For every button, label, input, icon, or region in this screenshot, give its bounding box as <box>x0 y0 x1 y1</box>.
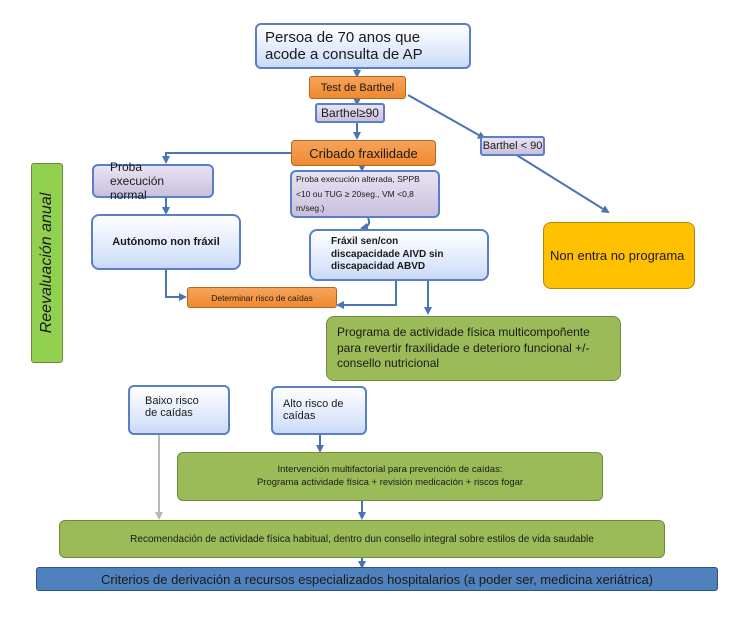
intervencion-title: Intervención multifactorial para prevenc… <box>277 464 503 476</box>
barthel-ge90-text: Barthel≥90 <box>321 106 379 120</box>
arrow-barthel-to-lt90 <box>407 94 486 139</box>
intervencion-detail: Programa actividade física + revisión me… <box>256 476 524 488</box>
cribado-text: Cribado fraxilidade <box>309 145 418 161</box>
start-node: Persoa de 70 anos que acode a consulta d… <box>255 23 471 69</box>
annual-reevaluation-label: Reevaluación anual <box>31 163 63 363</box>
criterios-text: Criterios de derivación a recursos espec… <box>100 571 654 587</box>
baixo-risco-node: Baixo risco de caídas <box>128 385 230 435</box>
cribado-node: Cribado fraxilidade <box>291 140 436 166</box>
barthel-ge90-node: Barthel≥90 <box>315 103 385 123</box>
arrow-autonomo-to-risco <box>165 270 187 301</box>
barthel-lt90-text: Barthel < 90 <box>482 140 543 152</box>
barthel-test-node: Test de Barthel <box>309 76 406 99</box>
criterios-node: Criterios de derivación a recursos espec… <box>36 567 718 591</box>
autonomo-text: Autónomo non fráxil <box>112 236 220 248</box>
alto-risco-node: Alto risco de caídas <box>271 386 367 435</box>
proba-alterada-node: Proba execución alterada, SPPB <10 ou TU… <box>290 170 440 218</box>
proba-normal-text: Proba execución normal <box>110 160 165 202</box>
risco-caidas-text: Determinar risco de caídas <box>211 292 313 303</box>
baixo-risco-text: Baixo risco de caídas <box>145 395 199 419</box>
programa-node: Programa de actividade física multicompo… <box>326 316 621 381</box>
intervencion-node: Intervención multifactorial para prevenc… <box>177 452 603 501</box>
barthel-lt90-node: Barthel < 90 <box>480 136 545 156</box>
risco-caidas-node: Determinar risco de caídas <box>187 287 337 308</box>
start-node-text: Persoa de 70 anos que acode a consulta d… <box>265 29 423 63</box>
non-entra-text: Non entra no programa <box>550 248 685 263</box>
fraxil-node: Fráxil sen/con discapacidade AIVD sin di… <box>309 229 489 281</box>
proba-alterada-text: Proba execución alterada, SPPB <10 ou TU… <box>296 174 420 214</box>
autonomo-node: Autónomo non fráxil <box>91 214 241 270</box>
recomendacion-text: Recomendación de actividade física habit… <box>130 533 594 545</box>
alto-risco-text: Alto risco de caídas <box>283 398 344 422</box>
arrow-fraxil-to-risco <box>336 280 397 309</box>
arrow-lt90-to-noprogram <box>514 153 610 214</box>
non-entra-node: Non entra no programa <box>543 222 695 289</box>
annual-reevaluation-text: Reevaluación anual <box>38 192 55 334</box>
fraxil-text: Fráxil sen/con discapacidade AIVD sin di… <box>331 236 444 273</box>
arrow-cribado-to-proba-normal <box>162 152 292 164</box>
proba-normal-node: Proba execución normal <box>92 160 214 202</box>
arrow-proba-alterada-to-fraxil <box>360 217 371 231</box>
programa-text: Programa de actividade física multicompo… <box>337 325 590 371</box>
barthel-test-text: Test de Barthel <box>320 81 395 94</box>
recomendacion-node: Recomendación de actividade física habit… <box>59 520 665 558</box>
